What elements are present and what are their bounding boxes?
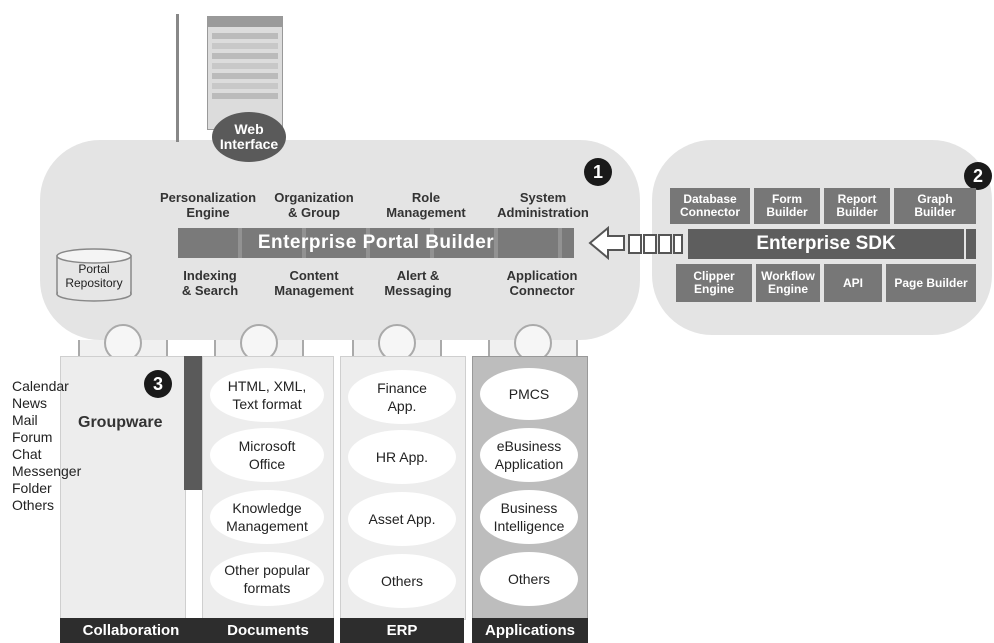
collaboration-item: Others <box>12 497 55 513</box>
applications-footer: Applications <box>472 618 588 643</box>
erp-item: Finance App. <box>348 370 456 424</box>
collaboration-column <box>60 356 186 620</box>
module-role-management: Role Management <box>386 190 466 220</box>
sdk-report-builder: Report Builder <box>824 188 890 224</box>
module-organization-group: Organization & Group <box>274 190 354 220</box>
erp-item: Asset App. <box>348 492 456 546</box>
collaboration-item-list: Calendar News Mail Forum Chat Messenger … <box>12 378 102 514</box>
sdk-clipper-engine: Clipper Engine <box>676 264 752 302</box>
sdk-page-builder: Page Builder <box>886 264 976 302</box>
collaboration-item: Calendar <box>12 378 69 394</box>
marker-two: 2 <box>964 162 992 190</box>
applications-item: Others <box>480 552 578 606</box>
web-interface-badge[interactable]: Web Interface <box>212 112 286 162</box>
module-content-management: Content Management <box>274 268 354 298</box>
portal-repository-cylinder <box>56 248 132 302</box>
sdk-graph-builder: Graph Builder <box>894 188 976 224</box>
sdk-bar-end-cap <box>966 229 976 259</box>
sdk-api: API <box>824 264 882 302</box>
enterprise-portal-builder-bar: Enterprise Portal Builder <box>178 228 574 258</box>
collaboration-item: Mail <box>12 412 38 428</box>
module-indexing-search: Indexing & Search <box>181 268 239 298</box>
collaboration-item: Forum <box>12 429 53 445</box>
marker-three: 3 <box>144 370 172 398</box>
sdk-to-portal-arrow <box>588 226 684 260</box>
applications-connector <box>514 324 552 362</box>
applications-item: Business Intelligence <box>480 490 578 544</box>
collaboration-item: Messenger <box>12 463 82 479</box>
documents-item: Knowledge Management <box>210 490 324 544</box>
erp-item: Others <box>348 554 456 608</box>
collaboration-footer: Collaboration <box>60 618 202 643</box>
module-application-connector: Application Connector <box>506 268 578 298</box>
groupware-heading: Groupware <box>78 414 163 431</box>
collaboration-item: News <box>12 395 48 411</box>
erp-item: HR App. <box>348 430 456 484</box>
collaboration-item: Folder <box>12 480 52 496</box>
module-system-administration: System Administration <box>497 190 589 220</box>
marker-one: 1 <box>584 158 612 186</box>
module-alert-messaging: Alert & Messaging <box>384 268 452 298</box>
applications-item: PMCS <box>480 368 578 420</box>
documents-item: HTML, XML, Text format <box>210 368 324 422</box>
documents-item: Other popular formats <box>210 552 324 606</box>
collaboration-item: Chat <box>12 446 42 462</box>
sdk-form-builder: Form Builder <box>754 188 820 224</box>
sdk-database-connector: Database Connector <box>670 188 750 224</box>
collaboration-column-accent <box>184 356 202 490</box>
erp-footer: ERP <box>340 618 464 643</box>
sdk-workflow-engine: Workflow Engine <box>756 264 820 302</box>
documents-item: Microsoft Office <box>210 428 324 482</box>
portal-repository-label: Portal Repository <box>65 262 123 290</box>
enterprise-sdk-bar: Enterprise SDK <box>688 229 964 259</box>
module-personalization-engine: Personalization Engine <box>159 190 257 220</box>
applications-item: eBusiness Application <box>480 428 578 482</box>
documents-footer: Documents <box>202 618 334 643</box>
